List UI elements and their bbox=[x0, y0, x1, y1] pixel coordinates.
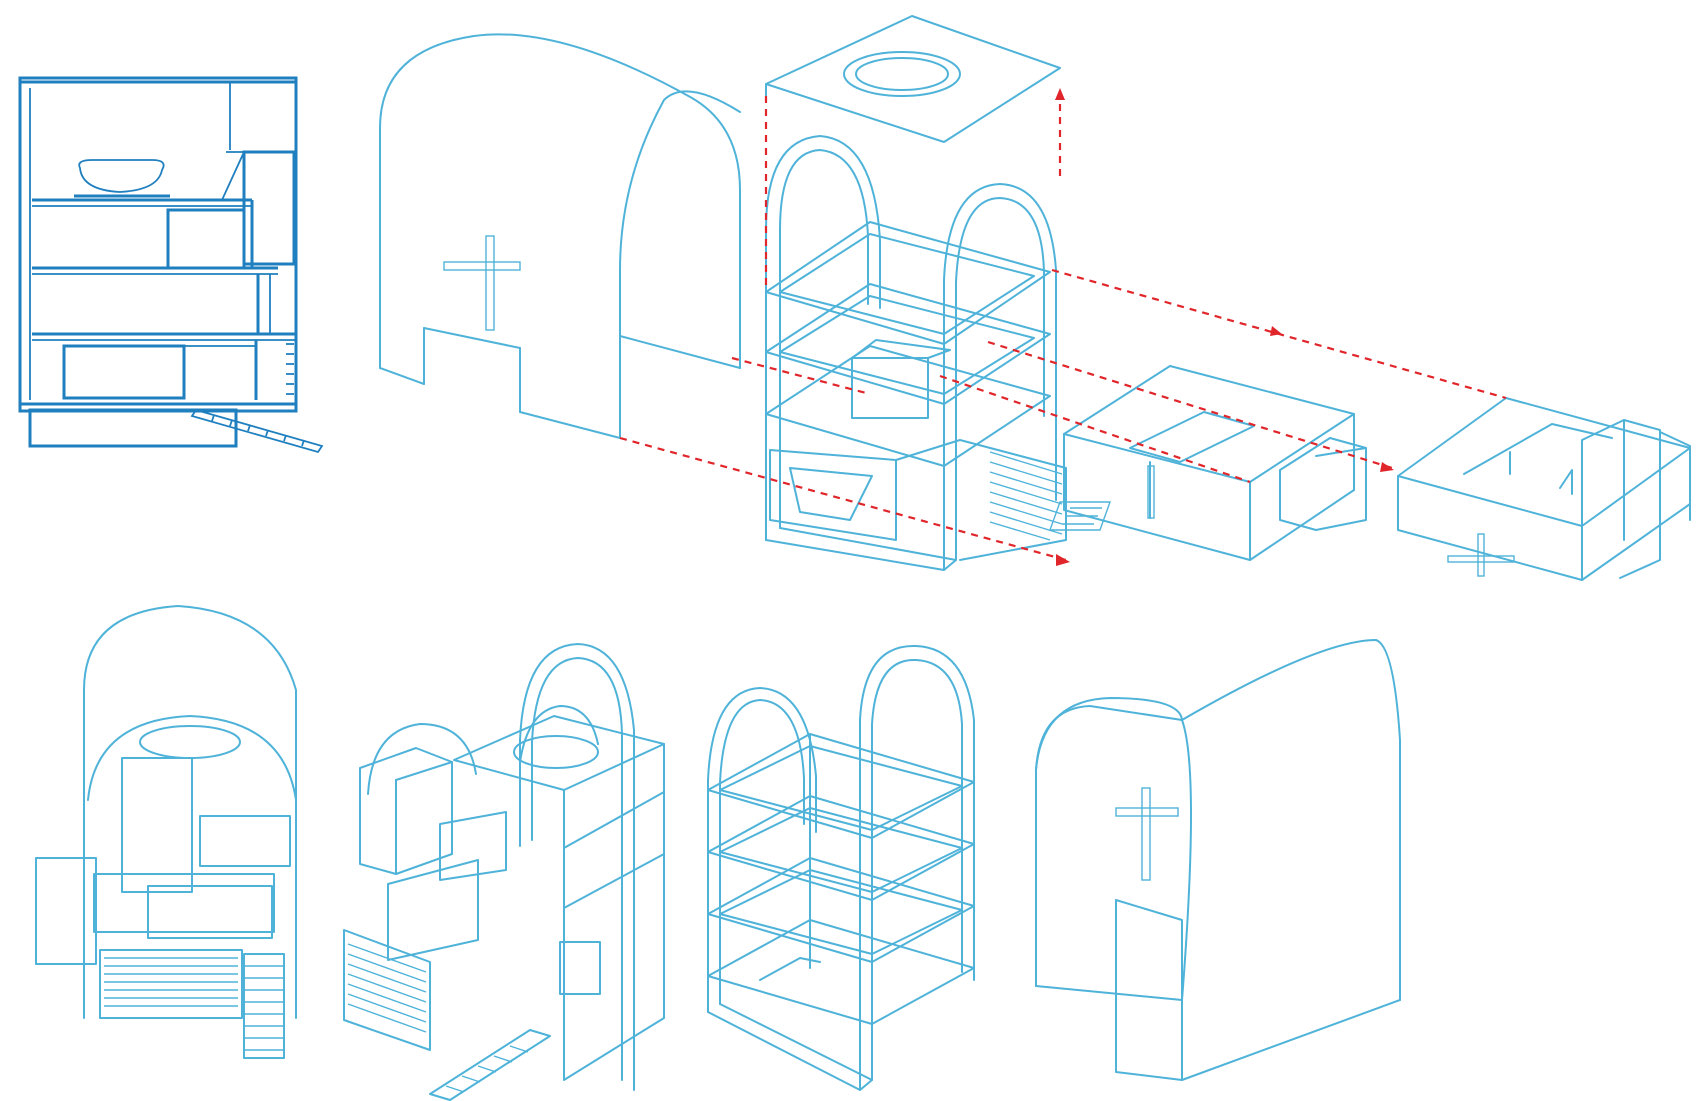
arrow-roof-up-head bbox=[1055, 88, 1065, 100]
exploded-stair bbox=[1049, 501, 1111, 531]
explode-arrows bbox=[619, 88, 1507, 566]
cross-horizontal bbox=[443, 261, 521, 271]
exploded-vault-shell bbox=[379, 33, 741, 439]
front-box-mid-inner bbox=[147, 885, 273, 939]
exploded-inner-box bbox=[851, 357, 929, 419]
axon-lower-box bbox=[387, 859, 479, 961]
exploded-roof-panel bbox=[765, 15, 1061, 143]
vault-cross-horizontal bbox=[1115, 807, 1179, 817]
front-tall-box bbox=[121, 757, 193, 893]
axon-skylight bbox=[513, 735, 599, 769]
right-handle-vertical bbox=[1477, 533, 1485, 577]
front-vent bbox=[99, 949, 243, 1019]
skylight-ring-outer bbox=[843, 51, 961, 97]
axon-top-box bbox=[359, 747, 453, 875]
front-skylight bbox=[139, 725, 241, 759]
exploded-middle-module bbox=[1063, 365, 1367, 561]
vault-shell bbox=[1035, 639, 1401, 1081]
front-box-mid bbox=[93, 873, 275, 933]
exploded-vent-slats bbox=[989, 451, 1063, 541]
section-plan bbox=[18, 76, 324, 454]
exploded-axonometric bbox=[379, 15, 1691, 581]
skylight-ring-inner bbox=[855, 57, 949, 91]
axon-doorway bbox=[559, 941, 601, 995]
exploded-frame bbox=[765, 135, 1057, 571]
arrow-middle-module bbox=[987, 340, 1393, 470]
front-box-right bbox=[199, 815, 291, 867]
axon-dome bbox=[519, 705, 599, 763]
arrow-middle-module-2 bbox=[939, 374, 1251, 484]
axon-mid-box bbox=[439, 811, 507, 881]
section-vent bbox=[286, 343, 294, 395]
front-box-left bbox=[35, 857, 97, 965]
frame-structure bbox=[707, 644, 975, 1091]
section-box-mid bbox=[166, 208, 246, 270]
vault-cross-vertical bbox=[1141, 787, 1151, 881]
section-plinth bbox=[28, 408, 238, 448]
exploded-lower-module bbox=[769, 439, 1111, 561]
arrow-vault-link bbox=[731, 356, 871, 396]
section-upper-box bbox=[242, 150, 296, 266]
section-lower-box bbox=[62, 344, 186, 400]
assembled-view-front bbox=[35, 605, 297, 1059]
cross-vertical bbox=[485, 235, 495, 331]
front-stair bbox=[243, 953, 285, 1059]
axon-stair bbox=[429, 1029, 551, 1101]
section-basin bbox=[78, 159, 165, 193]
arrow-vault-out-head bbox=[1056, 554, 1070, 566]
right-handle-horizontal bbox=[1447, 555, 1515, 563]
assembled-view-axonometric bbox=[343, 643, 665, 1101]
section-stair bbox=[190, 408, 324, 454]
arrow-right-module-head bbox=[1270, 326, 1282, 336]
section-upper-box-diag bbox=[221, 151, 245, 201]
exploded-right-module bbox=[1397, 397, 1691, 581]
axon-vent bbox=[343, 929, 431, 1051]
arrow-middle-module-head bbox=[1380, 462, 1394, 472]
middle-handle bbox=[1147, 465, 1155, 519]
